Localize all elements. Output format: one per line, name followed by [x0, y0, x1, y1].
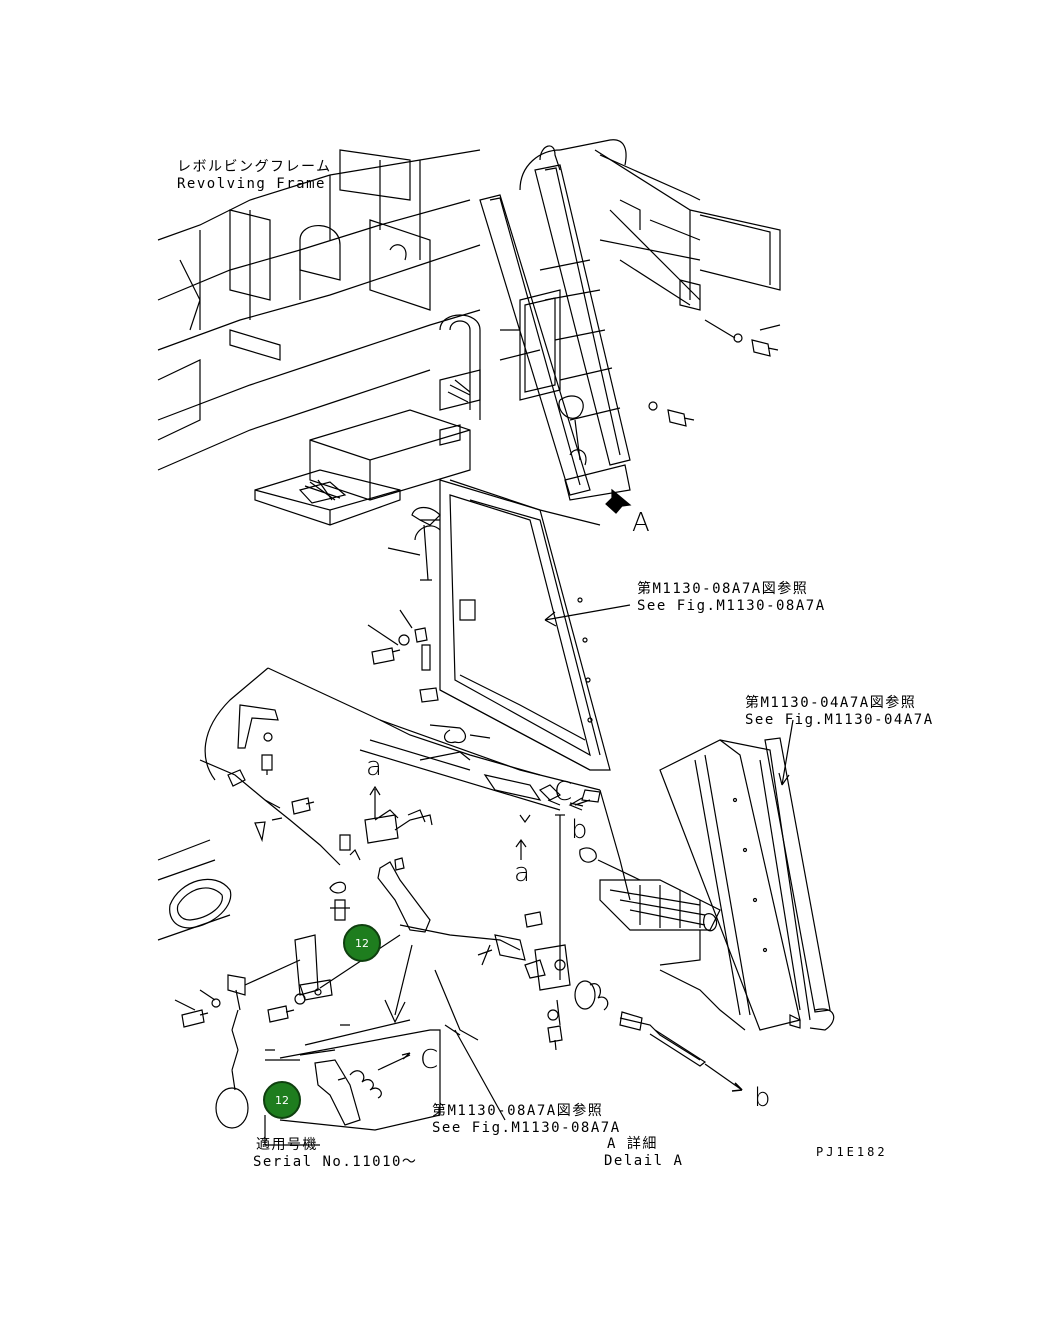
- floor-plate-drawing: [204, 667, 631, 980]
- view-letter-c-upper: C: [554, 777, 573, 807]
- detail-a-label-jp: A 詳細: [607, 1136, 658, 1152]
- part-callout-12-lower[interactable]: 12: [263, 1081, 301, 1119]
- reference-08a7a-top-jp: 第M1130-08A7A図参照: [637, 581, 809, 597]
- part-callout-12-upper[interactable]: 12: [343, 924, 381, 962]
- revolving-frame-label-jp: レボルビングフレーム: [177, 159, 332, 175]
- ladder-assembly-drawing: [449, 139, 781, 526]
- view-letter-c-lower: C: [420, 1045, 439, 1075]
- drawing-code: PJ1E182: [816, 1145, 888, 1159]
- revolving-frame-label-en: Revolving Frame: [177, 176, 326, 192]
- view-letter-b-lower: b: [754, 1083, 771, 1113]
- revolving-frame-drawing: [157, 149, 481, 526]
- reference-04a7a-en: See Fig.M1130-04A7A: [745, 712, 934, 728]
- view-letter-a-lower: a: [514, 858, 530, 888]
- view-letter-a-upper: a: [366, 752, 382, 782]
- view-letter-a-main: A: [632, 508, 650, 538]
- detail-a-parts-drawing: [524, 911, 743, 1092]
- side-panel-drawing: [367, 479, 611, 771]
- view-letter-b-upper: b: [571, 815, 588, 845]
- reference-04a7a-jp: 第M1130-04A7A図参照: [745, 695, 917, 711]
- serial-label-en: Serial No.11010～: [253, 1154, 418, 1170]
- serial-label-jp: 適用号機: [256, 1137, 318, 1153]
- reference-08a7a-bottom-jp: 第M1130-08A7A図参照: [432, 1103, 604, 1119]
- lever-linkage-drawing: [199, 704, 526, 966]
- right-frame-drawing: [579, 737, 835, 1031]
- detail-a-label-en: Delail A: [604, 1153, 684, 1169]
- reference-08a7a-top-en: See Fig.M1130-08A7A: [637, 598, 826, 614]
- reference-08a7a-bottom-en: See Fig.M1130-08A7A: [432, 1120, 621, 1136]
- leader-lines: [264, 604, 794, 1146]
